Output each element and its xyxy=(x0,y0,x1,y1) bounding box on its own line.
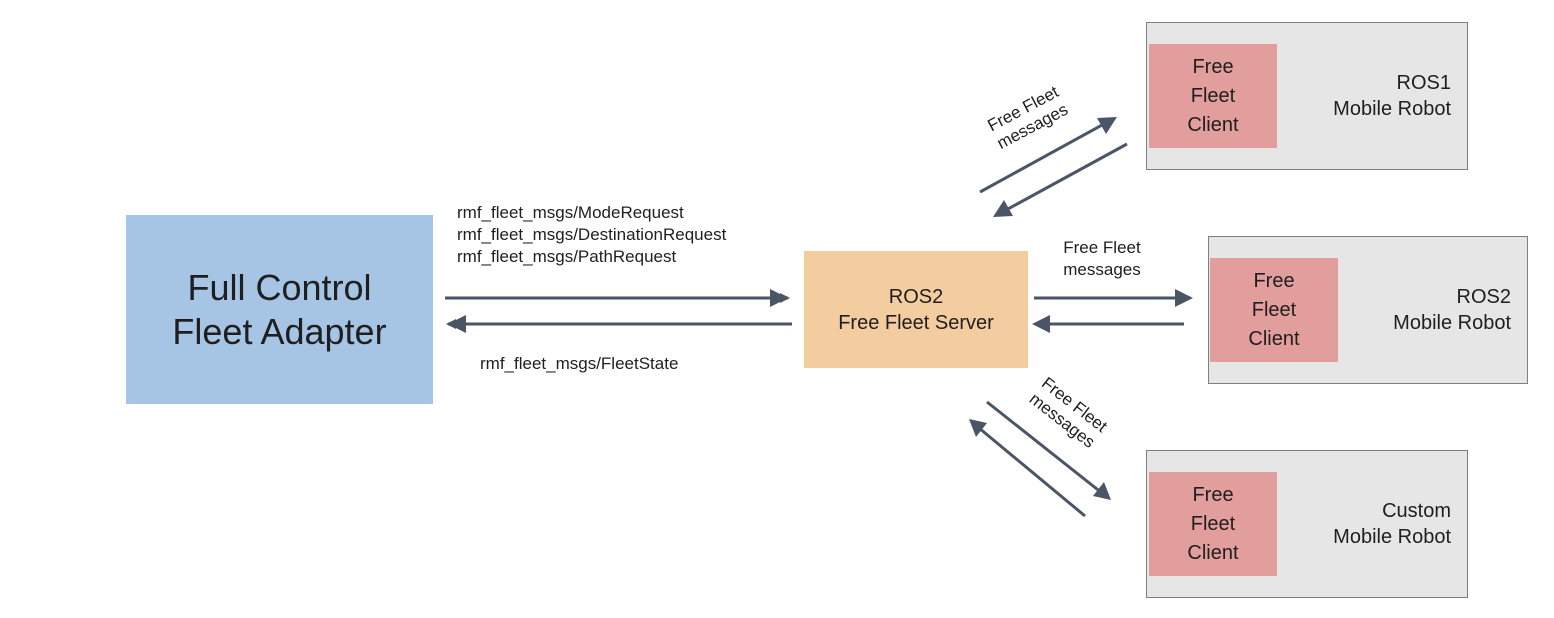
client-line3: Client xyxy=(1187,541,1239,564)
client-line1: Free xyxy=(1253,269,1295,292)
robot-label: ROS2 Mobile Robot xyxy=(1393,237,1511,383)
fleet-adapter-box: Full Control Fleet Adapter xyxy=(126,215,433,404)
free-fleet-client-box: Free Fleet Client xyxy=(1149,472,1277,576)
mode-request-label: rmf_fleet_msgs/ModeRequest xyxy=(457,203,684,222)
robot-label-line1: ROS2 xyxy=(1456,286,1511,308)
ff-messages-label-robot2: Free Fleet messages xyxy=(1042,237,1162,281)
free-fleet-server-box: ROS2 Free Fleet Server xyxy=(804,251,1028,368)
robot-box-ros1: Free Fleet Client ROS1 Mobile Robot xyxy=(1146,22,1468,170)
robot-label-line2: Mobile Robot xyxy=(1333,526,1451,548)
robot-label-line1: ROS1 xyxy=(1396,72,1451,94)
client-line1: Free xyxy=(1192,483,1234,506)
free-fleet-client-box: Free Fleet Client xyxy=(1149,44,1277,148)
arrow-server-to-robot1 xyxy=(979,117,1115,194)
arrow-server-to-robot3 xyxy=(986,400,1109,499)
server-title-line1: ROS2 xyxy=(888,285,944,308)
robot-label-line2: Mobile Robot xyxy=(1333,98,1451,120)
arrow-robot3-to-server xyxy=(971,421,1086,518)
destination-request-label: rmf_fleet_msgs/DestinationRequest xyxy=(457,225,727,244)
robot-box-custom: Free Fleet Client Custom Mobile Robot xyxy=(1146,450,1468,598)
ff-messages-line1: Free Fleet xyxy=(1063,238,1141,257)
client-line1: Free xyxy=(1192,55,1234,78)
client-line2: Fleet xyxy=(1190,512,1236,535)
robot-label-line1: Custom xyxy=(1382,500,1451,522)
client-line2: Fleet xyxy=(1251,298,1297,321)
fleet-state-label: rmf_fleet_msgs/FleetState xyxy=(480,354,679,373)
client-line2: Fleet xyxy=(1190,84,1236,107)
robot-label: ROS1 Mobile Robot xyxy=(1333,23,1451,169)
path-request-label: rmf_fleet_msgs/PathRequest xyxy=(457,247,677,266)
arrow-robot1-to-server xyxy=(995,142,1128,217)
client-line3: Client xyxy=(1248,327,1300,350)
adapter-title-line2: Fleet Adapter xyxy=(172,310,387,352)
server-title-line2: Free Fleet Server xyxy=(838,311,994,334)
free-fleet-client-box: Free Fleet Client xyxy=(1210,258,1338,362)
client-line3: Client xyxy=(1187,113,1239,136)
robot-box-ros2: Free Fleet Client ROS2 Mobile Robot xyxy=(1208,236,1528,384)
robot-label-line2: Mobile Robot xyxy=(1393,312,1511,334)
ff-messages-line2: messages xyxy=(1063,260,1141,279)
request-messages-label: rmf_fleet_msgs/ModeRequest rmf_fleet_msg… xyxy=(457,202,726,268)
adapter-title-line1: Full Control xyxy=(187,266,372,308)
robot-label: Custom Mobile Robot xyxy=(1333,451,1451,597)
